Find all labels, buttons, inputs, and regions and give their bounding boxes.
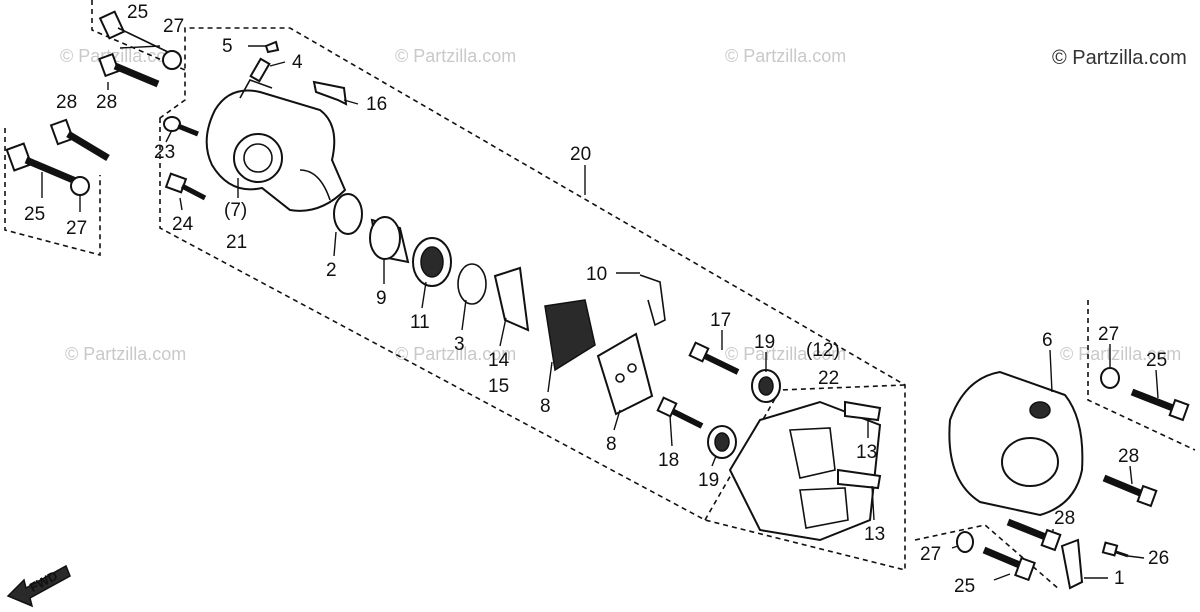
callout-8: 8 [540, 396, 551, 417]
callout-labels: 25 27 5 4 28 16 28 23 25 27 24 (7) 21 20… [24, 2, 1169, 597]
pin-23 [163, 116, 199, 137]
callout-25: 25 [127, 2, 148, 23]
callout-6: 6 [1042, 330, 1053, 351]
callout-28: 28 [1118, 446, 1139, 467]
piston-9 [369, 216, 410, 264]
callout-5: 5 [222, 36, 233, 57]
callout-28: 28 [56, 92, 77, 113]
callout-3: 3 [454, 334, 465, 355]
callout-10: 10 [586, 264, 607, 285]
callout-8: 8 [606, 434, 617, 455]
callout-16: 16 [366, 94, 387, 115]
callout-27: 27 [920, 544, 941, 565]
callout-9: 9 [376, 288, 387, 309]
shim-14-15 [493, 266, 530, 332]
bolt-28-left [49, 118, 110, 162]
washer-27-right [1100, 367, 1120, 389]
pad-8-upper [544, 299, 596, 372]
callout-15: 15 [488, 376, 509, 397]
pin-24 [164, 172, 207, 201]
pin-18 [656, 396, 704, 429]
callout-4: 4 [292, 52, 303, 73]
callout-7: (7) [224, 200, 247, 221]
bolt-25-top [98, 10, 182, 70]
callout-19: 19 [698, 470, 719, 491]
pad-8-lower [596, 332, 654, 416]
clip-13-lower [837, 468, 882, 490]
callout-14: 14 [488, 350, 510, 371]
boot-11 [412, 237, 452, 287]
watermark: © Partzilla.com [1060, 344, 1181, 364]
watermark: © Partzilla.com [60, 46, 181, 66]
ring-3 [457, 263, 487, 305]
bolt-25-bottom [982, 546, 1036, 582]
callout-26: 26 [1148, 548, 1169, 569]
callout-2: 2 [326, 260, 337, 281]
spring-10 [639, 274, 666, 327]
clip-13-upper [844, 400, 882, 422]
clip-1 [1060, 538, 1084, 590]
screw-26 [1101, 541, 1129, 558]
watermark: © Partzilla.com [725, 344, 846, 364]
pin-17 [688, 341, 740, 375]
bracket-22 [728, 400, 882, 542]
watermark: © Partzilla.com [725, 46, 846, 66]
callout-19: 19 [754, 332, 775, 353]
assembly-outline-20 [159, 27, 906, 572]
callout-24: 24 [172, 214, 194, 235]
callout-20: 20 [570, 144, 591, 165]
bolt-28-lower-right [1006, 518, 1062, 552]
callout-23: 23 [154, 142, 175, 163]
callout-13: 13 [864, 524, 885, 545]
callout-27: 27 [1098, 324, 1119, 345]
callout-12: (12) [806, 340, 840, 361]
watermark-main: © Partzilla.com [1052, 47, 1187, 69]
callout-28: 28 [1054, 508, 1075, 529]
bolt-25-left [5, 142, 90, 196]
watermark: © Partzilla.com [395, 46, 516, 66]
group-outlines [4, 0, 1196, 591]
bleeder-4 [249, 57, 271, 83]
fwd-arrow: FWD [6, 564, 71, 608]
callout-1: 1 [1114, 568, 1125, 589]
outline-right [1087, 300, 1196, 451]
callout-25: 25 [954, 576, 975, 597]
washer-27-bottom [956, 531, 974, 553]
callout-25: 25 [24, 204, 45, 225]
seal-2 [333, 193, 363, 235]
callout-28: 28 [96, 92, 117, 113]
caliper-6 [948, 370, 1084, 517]
boot-19-upper [751, 369, 781, 403]
boot-19-lower [707, 425, 737, 459]
caliper-body-21 [205, 79, 347, 212]
outline-top-left [91, 0, 186, 71]
callout-18: 18 [658, 450, 679, 471]
callout-27: 27 [163, 16, 184, 37]
watermark-layer: © Partzilla.com © Partzilla.com © Partzi… [60, 46, 1187, 364]
callout-17: 17 [710, 310, 731, 331]
clip-16 [312, 80, 348, 106]
bolt-28-top [98, 52, 160, 88]
bolt-25-right [1130, 388, 1190, 422]
callout-27: 27 [66, 218, 87, 239]
leader-lines [41, 45, 1159, 581]
callout-13: 13 [856, 442, 877, 463]
bolt-28-right [1102, 474, 1158, 508]
outline-bottom-right [914, 524, 1061, 591]
cap-5 [264, 40, 280, 54]
watermark: © Partzilla.com [395, 344, 516, 364]
callout-21: 21 [226, 232, 247, 253]
callout-22: 22 [818, 368, 839, 389]
callout-11: 11 [410, 312, 430, 333]
watermark: © Partzilla.com [65, 344, 186, 364]
callout-25: 25 [1146, 350, 1167, 371]
